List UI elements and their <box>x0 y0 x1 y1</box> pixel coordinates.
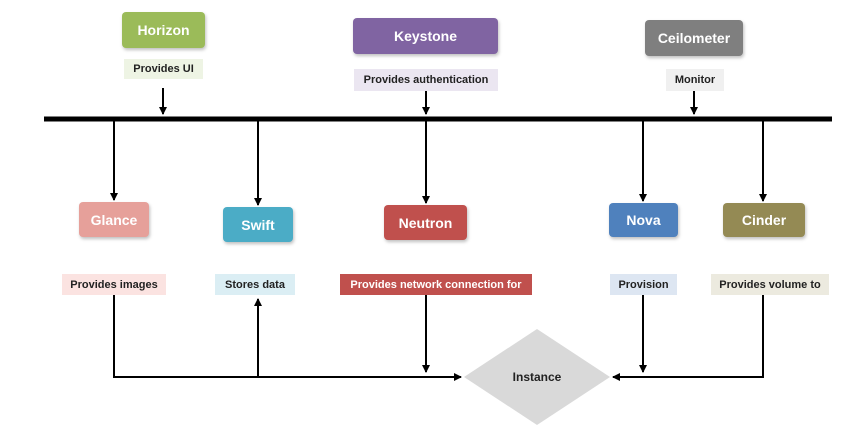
instance-diamond <box>464 329 610 425</box>
glance-description: Provides images <box>62 274 166 295</box>
nova-node: Nova <box>609 203 678 237</box>
ceilometer-node: Ceilometer <box>645 20 743 56</box>
cinder-description: Provides volume to <box>711 274 829 295</box>
swift-node: Swift <box>223 207 293 242</box>
nova-description: Provision <box>610 274 677 295</box>
ceilometer-description: Monitor <box>666 69 724 91</box>
glance-node: Glance <box>79 202 149 237</box>
swift-description: Stores data <box>215 274 295 295</box>
neutron-description: Provides network connection for <box>340 274 532 295</box>
keystone-node: Keystone <box>353 18 498 54</box>
keystone-description: Provides authentication <box>354 69 498 91</box>
horizon-node: Horizon <box>122 12 205 48</box>
glance-to-instance <box>113 295 462 381</box>
cinder-node: Cinder <box>723 203 805 237</box>
neutron-node: Neutron <box>384 205 467 240</box>
horizon-description: Provides UI <box>124 59 203 79</box>
instance-label: Instance <box>512 370 562 384</box>
cinder-to-instance <box>612 295 764 381</box>
